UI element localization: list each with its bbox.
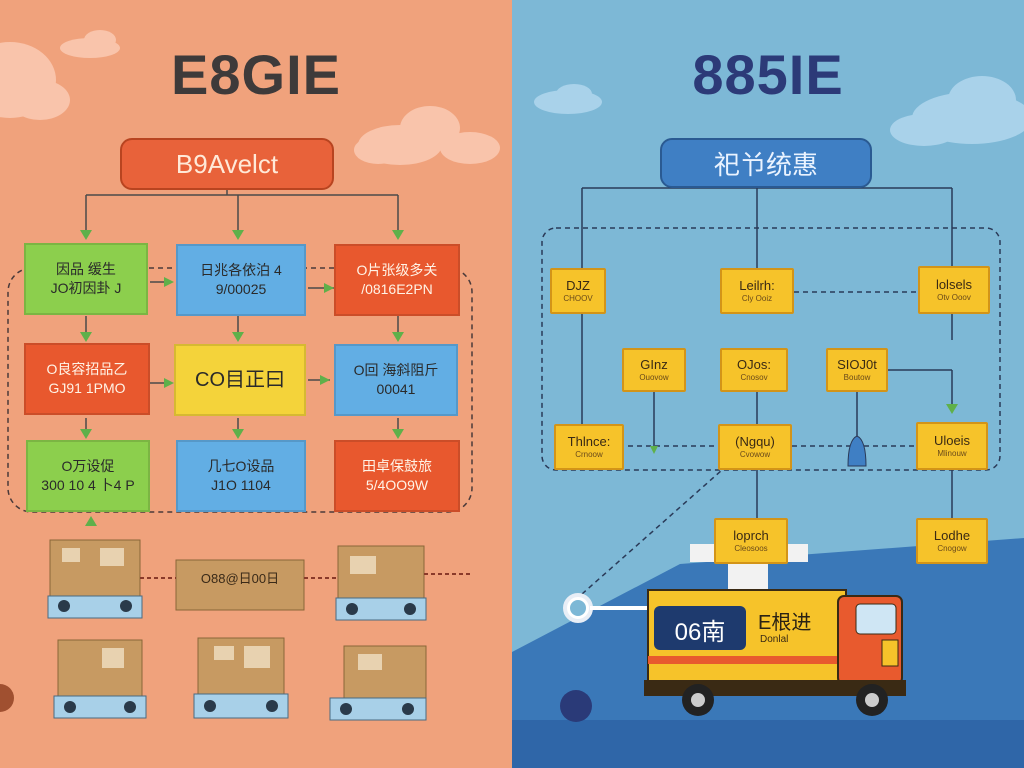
node-sublabel: Cleosoos xyxy=(734,543,768,553)
crate-icon xyxy=(47,539,143,619)
right-node-1[interactable]: DJZ CHOOV xyxy=(550,268,606,314)
crate-icon xyxy=(335,545,427,621)
crate-icon xyxy=(329,645,427,721)
crate-label: O88@日00日 xyxy=(200,571,280,586)
arrow-right-icon xyxy=(164,277,334,388)
node-sublabel: CHOOV xyxy=(563,293,593,303)
right-panel: 885IE 祀兯统惠 DJZ CHOOV Leilrh: Cly Ooiz lo… xyxy=(512,0,1024,768)
left-title: E8GIE xyxy=(171,43,341,106)
left-node-6[interactable]: O回 海斜阻斤 00041 xyxy=(334,344,458,416)
left-header-box[interactable]: B9Avelct xyxy=(120,138,334,190)
node-label: JO初因卦 J xyxy=(50,280,122,296)
right-header-box[interactable]: 祀兯统惠 xyxy=(660,138,872,188)
node-sublabel: Ouovow xyxy=(639,372,669,382)
node-label: 00041 xyxy=(376,381,416,397)
right-node-4[interactable]: GInz Ouovow xyxy=(622,348,686,392)
node-sublabel: Crnoow xyxy=(575,449,603,459)
truck-name: E根进 xyxy=(758,612,812,634)
right-node-6[interactable]: SIOJ0t Boutow xyxy=(826,348,888,392)
node-label: O片张级多关 xyxy=(356,262,438,279)
cloud-icon xyxy=(354,106,500,165)
truck-detail: Donlal xyxy=(760,634,789,645)
node-label: CO目正曰 xyxy=(195,368,285,391)
left-node-1[interactable]: 因品 缓生 JO初因卦 J xyxy=(24,243,148,315)
left-node-9[interactable]: 田卓保鼓旅 5/4OO9W xyxy=(334,440,460,512)
right-node-3[interactable]: lolsels Otv Ooov xyxy=(918,266,990,314)
node-label: O回 海斜阻斤 xyxy=(353,362,439,379)
node-label: 300 10 4 卜4 P xyxy=(41,477,135,493)
left-node-8[interactable]: 几七O设品 J1O 1104 xyxy=(176,440,306,512)
right-node-5[interactable]: OJos: Cnosov xyxy=(720,348,788,392)
right-node-2[interactable]: Leilrh: Cly Ooiz xyxy=(720,268,794,314)
node-label: 日兆各依泊 4 xyxy=(200,262,282,279)
node-label: GJ91 1PMO xyxy=(48,380,126,396)
node-label: SIOJ0t xyxy=(837,356,877,372)
left-node-3[interactable]: O片张级多关 /0816E2PN xyxy=(334,244,460,316)
bell-icon xyxy=(847,435,867,467)
cloud-icon xyxy=(0,42,70,120)
node-sublabel: Mlinouw xyxy=(937,448,967,458)
node-label: Thlnce: xyxy=(567,433,611,449)
left-node-5[interactable]: CO目正曰 xyxy=(174,344,306,416)
right-node-8[interactable]: (Ngqu) Cvowow xyxy=(718,424,792,470)
node-sublabel: Cnogow xyxy=(937,543,967,553)
node-label: (Ngqu) xyxy=(735,433,775,449)
node-sublabel: Boutow xyxy=(843,372,871,382)
right-title: 885IE xyxy=(692,43,844,106)
crate-icon xyxy=(175,559,305,611)
left-panel: E8GIE B9Avelct 因品 缓生 JO初因卦 J 日兆各依泊 4 9/0… xyxy=(0,0,512,768)
node-label: /0816E2PN xyxy=(361,281,433,297)
node-label: 9/00025 xyxy=(215,281,267,297)
node-label: 5/4OO9W xyxy=(365,477,429,493)
node-label: Uloeis xyxy=(933,432,971,448)
cloud-icon xyxy=(534,84,602,114)
node-sublabel: Cvowow xyxy=(739,449,771,459)
left-node-7[interactable]: O万设促 300 10 4 卜4 P xyxy=(26,440,150,512)
arrow-down-icon xyxy=(650,404,958,454)
truck-number: 06南 xyxy=(674,619,726,646)
node-label: Leilrh: xyxy=(739,277,775,293)
node-label: O万设促 xyxy=(61,458,115,475)
node-sublabel: Otv Ooov xyxy=(937,292,971,302)
right-node-9[interactable]: Uloeis Mlinouw xyxy=(916,422,988,470)
cloud-icon xyxy=(890,76,1024,146)
left-node-2[interactable]: 日兆各依泊 4 9/00025 xyxy=(176,244,306,316)
right-node-11[interactable]: Lodhe Cnogow xyxy=(916,518,988,564)
right-node-10[interactable]: loprch Cleosoos xyxy=(714,518,788,564)
node-label: 几七O设品 xyxy=(207,458,275,475)
node-label: O良容招品乙 xyxy=(46,361,128,378)
right-background xyxy=(512,76,1024,768)
right-node-7[interactable]: Thlnce: Crnoow xyxy=(554,424,624,470)
node-label: DJZ xyxy=(566,277,590,293)
crate-icon xyxy=(193,637,289,719)
cloud-icon xyxy=(60,30,120,58)
node-label: GInz xyxy=(640,356,668,372)
node-label: Lodhe xyxy=(933,527,971,543)
crate-icon xyxy=(53,639,147,719)
arrow-down-icon xyxy=(80,230,404,526)
node-sublabel: Cly Ooiz xyxy=(741,293,773,303)
node-sublabel: Cnosov xyxy=(740,372,768,382)
node-label: loprch xyxy=(733,527,769,543)
left-node-4[interactable]: O良容招品乙 GJ91 1PMO xyxy=(24,343,150,415)
node-label: 因品 缓生 xyxy=(56,261,116,278)
node-label: 田卓保鼓旅 xyxy=(362,458,432,475)
node-label: OJos: xyxy=(737,356,771,372)
node-label: lolsels xyxy=(935,276,973,292)
node-label: J1O 1104 xyxy=(211,477,271,493)
